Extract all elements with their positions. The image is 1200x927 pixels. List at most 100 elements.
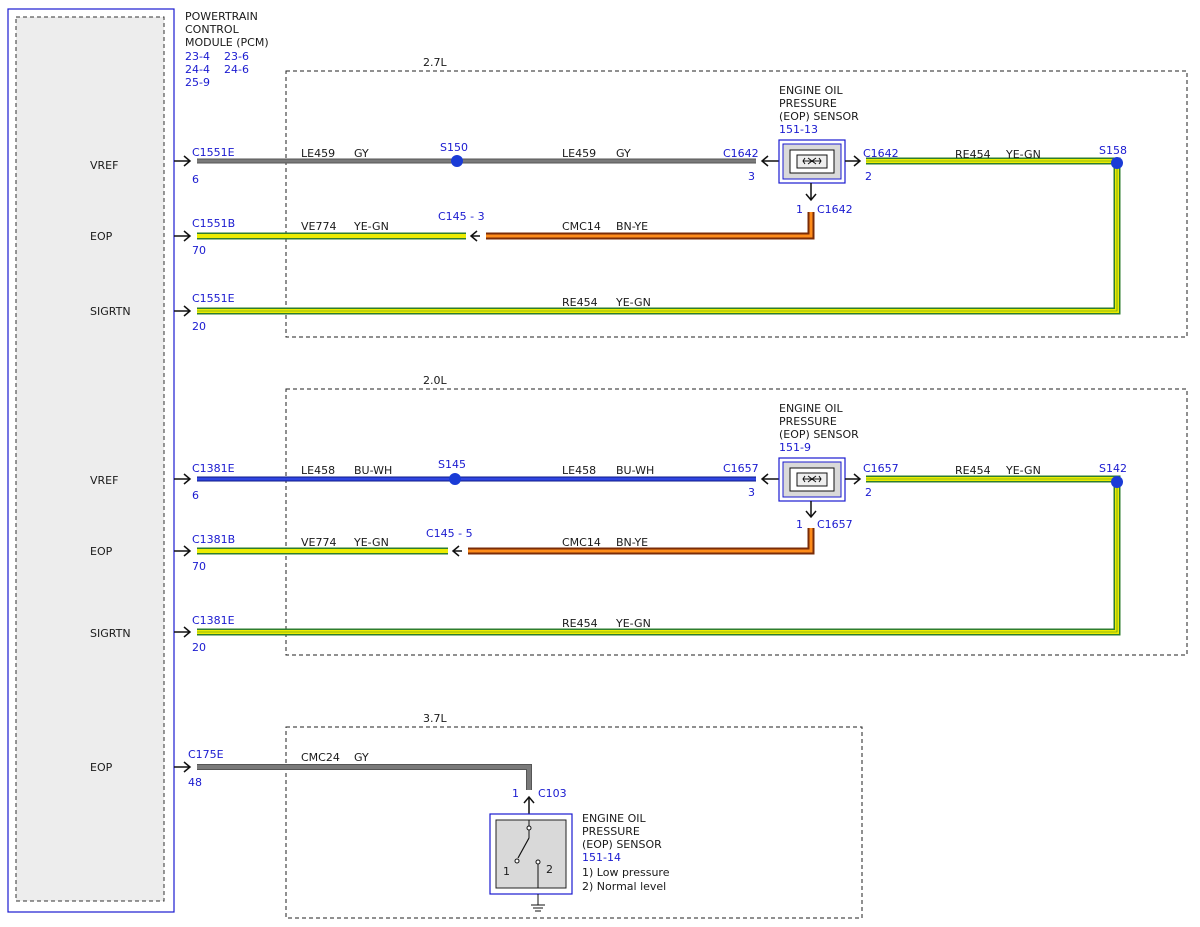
pcm-arrow-eop-20 — [174, 545, 192, 557]
conn-c1551e-vref[interactable]: C1551E — [192, 146, 235, 159]
wire-cmc24-gray[interactable] — [197, 764, 532, 790]
sensor-20-name-2: PRESSURE — [779, 415, 837, 428]
section-27-frame — [285, 70, 1188, 338]
section-37-title: 3.7L — [423, 712, 447, 725]
splice-s142-label[interactable]: S142 — [1099, 462, 1127, 475]
wire-color-yegn-eop-20: YE-GN — [353, 536, 389, 549]
splice-s150[interactable] — [451, 155, 463, 167]
wire-re454-right-20[interactable] — [197, 475, 1121, 636]
conn-c175e[interactable]: C175E — [188, 748, 224, 761]
sensor-37-name-2: PRESSURE — [582, 825, 640, 838]
pin-20-27: 20 — [192, 320, 206, 333]
pin-label-eop-37: EOP — [90, 761, 113, 774]
conn-c1551b[interactable]: C1551B — [192, 217, 235, 230]
wire-label-re454-sig-20: RE454 — [562, 617, 598, 630]
pcm-ref-3[interactable]: 24-4 — [185, 63, 210, 76]
pin-70-27: 70 — [192, 244, 206, 257]
sensor-20-name-1: ENGINE OIL — [779, 402, 844, 415]
pin-3-c1657: 3 — [748, 486, 755, 499]
pcm-title-line-1: POWERTRAIN — [185, 10, 258, 23]
splice-s145[interactable] — [449, 473, 461, 485]
wire-label-le458-a: LE458 — [301, 464, 335, 477]
pcm-arrow-sigrtn-20 — [174, 626, 192, 638]
conn-c1657-left[interactable]: C1657 — [723, 462, 759, 475]
sensor-37-name-1: ENGINE OIL — [582, 812, 647, 825]
conn-c1657-right[interactable]: C1657 — [863, 462, 899, 475]
ground-icon — [531, 894, 545, 912]
pcm-ref-2[interactable]: 23-6 — [224, 50, 249, 63]
conn-c1642-right[interactable]: C1642 — [863, 147, 899, 160]
wire-cmc14-20[interactable] — [468, 528, 815, 555]
switch-pin-2: 2 — [546, 863, 553, 876]
pin-label-vref-27: VREF — [90, 159, 118, 172]
pin-label-eop-20: EOP — [90, 545, 113, 558]
conn-c1642-bottom[interactable]: C1642 — [817, 203, 853, 216]
section-20-frame — [285, 388, 1188, 656]
sensor-20-name-3: (EOP) SENSOR — [779, 428, 859, 441]
conn-c1381e-vref[interactable]: C1381E — [192, 462, 235, 475]
sensor-37-ref[interactable]: 151-14 — [582, 851, 621, 864]
splice-s150-label[interactable]: S150 — [440, 141, 468, 154]
pcm-arrow-vref-20 — [174, 473, 192, 485]
wire-color-gy-a: GY — [354, 147, 369, 160]
sensor-arrow-down-20 — [805, 501, 817, 519]
wire-color-gy-b: GY — [616, 147, 631, 160]
wire-label-re454-b: RE454 — [955, 464, 991, 477]
pcm-arrow-eop-37 — [174, 761, 192, 773]
conn-c1551e-sig[interactable]: C1551E — [192, 292, 235, 305]
eop-sensor-27[interactable] — [778, 139, 846, 184]
pcm-ref-5[interactable]: 25-9 — [185, 76, 210, 89]
wire-color-buwh-a: BU-WH — [354, 464, 392, 477]
pcm-arrow-vref-27 — [174, 155, 192, 167]
wire-color-bnye-20: BN-YE — [616, 536, 648, 549]
splice-s145-label[interactable]: S145 — [438, 458, 466, 471]
wire-color-buwh-b: BU-WH — [616, 464, 654, 477]
pcm-title-line-2: CONTROL — [185, 23, 240, 36]
sensor-arrow-right-20 — [845, 473, 862, 485]
eop-pressure-switch[interactable] — [489, 813, 573, 895]
splice-s142[interactable] — [1111, 476, 1123, 488]
conn-c1381b[interactable]: C1381B — [192, 533, 235, 546]
conn-c1642-left[interactable]: C1642 — [723, 147, 759, 160]
pin-6-20: 6 — [192, 489, 199, 502]
eop-sensor-20[interactable] — [778, 457, 846, 502]
pin-1-c103: 1 — [512, 787, 519, 800]
sensor-arrow-down-27 — [805, 183, 817, 202]
wire-label-le459-a: LE459 — [301, 147, 335, 160]
inline-c145-3[interactable]: C145 - 3 — [438, 210, 485, 223]
wire-label-re454-sig-27: RE454 — [562, 296, 598, 309]
pcm-arrow-sigrtn-27 — [174, 305, 192, 317]
section-27-title: 2.7L — [423, 56, 447, 69]
inline-c145-5[interactable]: C145 - 5 — [426, 527, 473, 540]
sensor-20-ref[interactable]: 151-9 — [779, 441, 811, 454]
wire-label-ve774-20: VE774 — [301, 536, 336, 549]
pin-label-vref-20: VREF — [90, 474, 118, 487]
sensor-27-ref[interactable]: 151-13 — [779, 123, 818, 136]
splice-s158[interactable] — [1111, 157, 1123, 169]
conn-c103[interactable]: C103 — [538, 787, 567, 800]
pin-2-c1657: 2 — [865, 486, 872, 499]
pin-48: 48 — [188, 776, 202, 789]
switch-note-2: 2) Normal level — [582, 880, 666, 893]
wire-color-yegn-eop-27: YE-GN — [353, 220, 389, 233]
wire-label-ve774-27: VE774 — [301, 220, 336, 233]
wire-color-bnye-27: BN-YE — [616, 220, 648, 233]
wire-cmc14-27[interactable] — [486, 212, 815, 240]
pcm-ref-4[interactable]: 24-6 — [224, 63, 249, 76]
wire-color-yegn-sig-20: YE-GN — [615, 617, 651, 630]
pin-3-c1642: 3 — [748, 170, 755, 183]
wire-color-yegn-a: YE-GN — [1005, 148, 1041, 161]
wire-color-yegn-b: YE-GN — [1005, 464, 1041, 477]
switch-arrow-up — [523, 795, 535, 815]
sensor-arrow-left-27 — [760, 155, 780, 167]
wire-label-le459-b: LE459 — [562, 147, 596, 160]
conn-c1381e-sig[interactable]: C1381E — [192, 614, 235, 627]
pcm-ref-1[interactable]: 23-4 — [185, 50, 210, 63]
sensor-27-name-1: ENGINE OIL — [779, 84, 844, 97]
wire-color-yegn-sig-27: YE-GN — [615, 296, 651, 309]
conn-c1657-bottom[interactable]: C1657 — [817, 518, 853, 531]
switch-note-1: 1) Low pressure — [582, 866, 670, 879]
wire-re454-right-27[interactable] — [197, 157, 1121, 315]
splice-s158-label[interactable]: S158 — [1099, 144, 1127, 157]
pin-1-c1657: 1 — [796, 518, 803, 531]
